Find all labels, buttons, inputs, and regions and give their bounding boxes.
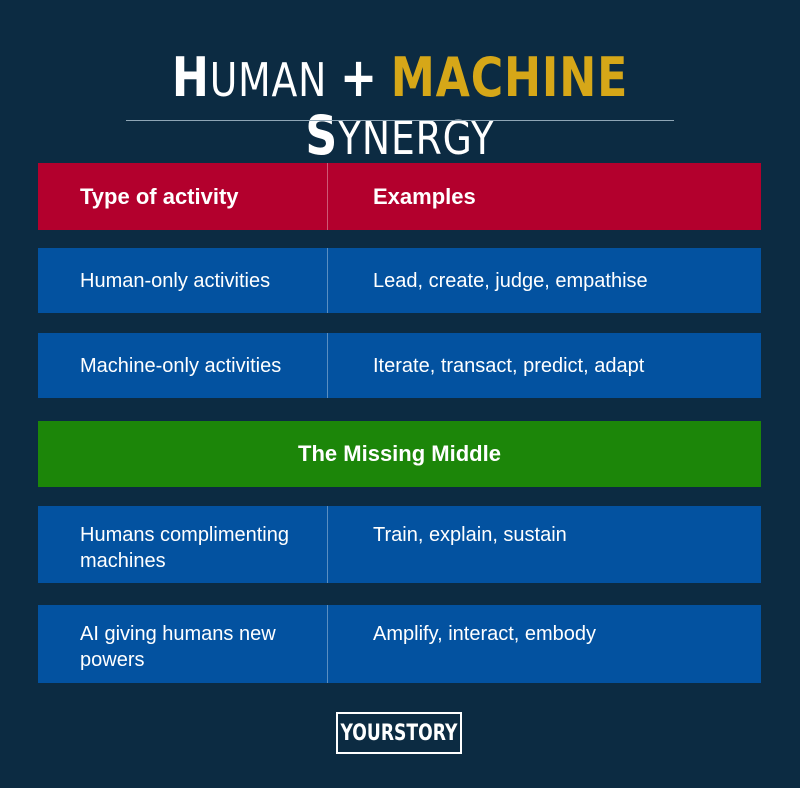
header-type: Type of activity [38,163,328,230]
header-examples: Examples [373,183,476,209]
row-examples: Train, explain, sustain [373,524,567,546]
title-plus: + [339,46,378,109]
title-part1-rest: UMAN [209,53,328,107]
title-divider [126,120,674,121]
row-examples: Iterate, transact, predict, adapt [373,354,645,377]
title-part3-cap: S [305,104,339,167]
table-row: Human-only activities Lead, create, judg… [38,248,761,313]
row-type: Humans complimenting machines [38,506,328,583]
section-header-missing-middle: The Missing Middle [38,421,761,487]
row-type: Machine-only activities [38,333,328,398]
logo-text: YOURSTORY [340,720,458,746]
row-examples: Amplify, interact, embody [373,623,597,645]
title-part1-cap: H [171,46,210,109]
table-row: AI giving humans new powers Amplify, int… [38,605,761,683]
page-title: HUMAN + MACHINE SYNERGY [72,50,728,166]
row-type: AI giving humans new powers [38,605,328,683]
table-row: Humans complimenting machines Train, exp… [38,506,761,583]
table-header-row: Type of activity Examples [38,163,761,230]
table-row: Machine-only activities Iterate, transac… [38,333,761,398]
row-type: Human-only activities [38,248,328,313]
title-part2: MACHINE [390,46,629,109]
row-examples: Lead, create, judge, empathise [373,269,648,292]
yourstory-logo: YOURSTORY [336,712,462,754]
